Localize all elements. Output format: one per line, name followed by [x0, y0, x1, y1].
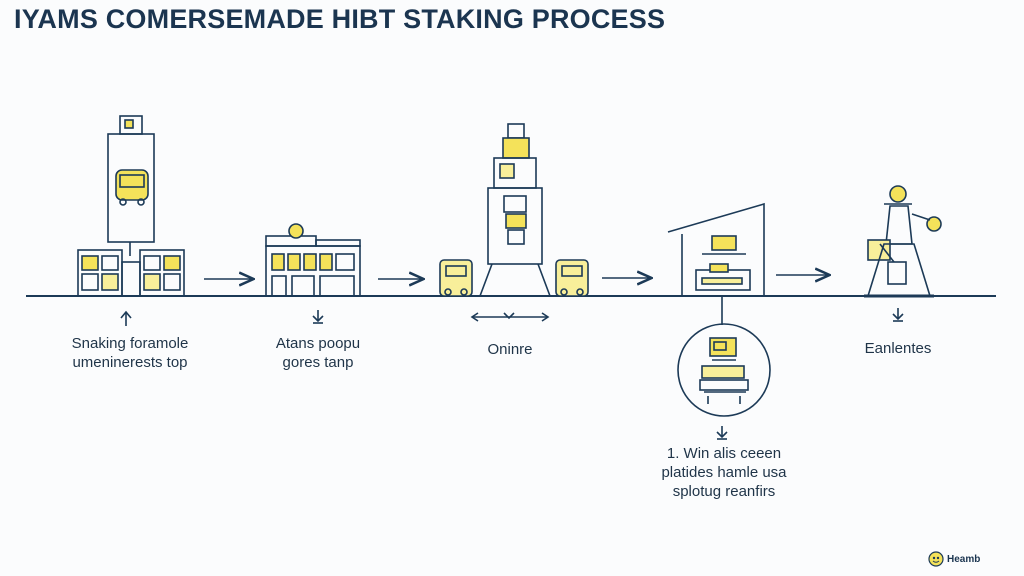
pointer-down-2: [312, 310, 324, 324]
pointer-down-5: [892, 308, 904, 322]
brand-logo-icon: [928, 551, 944, 567]
processing-tower-icon: [439, 123, 589, 297]
pointer-down-4: [716, 426, 728, 440]
stage-3-label: Oninre: [460, 340, 560, 359]
stage-1-label-line-1: Snaking foramole: [71, 335, 189, 352]
magnified-machine-icon: [677, 296, 771, 417]
stage-1-label: Snaking foramole umeninerests top: [50, 334, 210, 372]
stage-2-label-line-1: Atans poopu: [275, 335, 361, 352]
stage-5-label: Eanlentes: [848, 339, 948, 358]
vending-tower-icon: [77, 115, 185, 297]
stage-2-label-line-2: gores tanp: [282, 354, 354, 371]
warehouse-icon: [265, 223, 361, 297]
storage-shed-icon: [667, 202, 765, 296]
diagram-title: IYAMS COMERSEMADE HIBT STAKING PROCESS: [14, 4, 666, 34]
stage-1-label-line-2: umeninerests top: [72, 354, 188, 371]
double-arrow-3: [470, 312, 550, 322]
stage-4-label: 1. Win alis ceeen platides hamle usa spl…: [636, 444, 812, 501]
brand-mark: Heamb: [928, 551, 980, 567]
reward-crane-icon: [864, 185, 942, 298]
stage-4-label-line-3: splotug reanfirs: [672, 483, 776, 500]
stage-4-label-line-1: 1. Win alis ceeen: [666, 445, 782, 462]
stage-5-label-line-1: Eanlentes: [864, 340, 932, 357]
stage-4-label-line-2: platides hamle usa: [661, 464, 787, 481]
stage-3-label-line-1: Oninre: [487, 341, 533, 358]
brand-name: Heamb: [947, 553, 981, 565]
pointer-up-1: [120, 310, 132, 326]
stage-2-label: Atans poopu gores tanp: [250, 334, 386, 372]
